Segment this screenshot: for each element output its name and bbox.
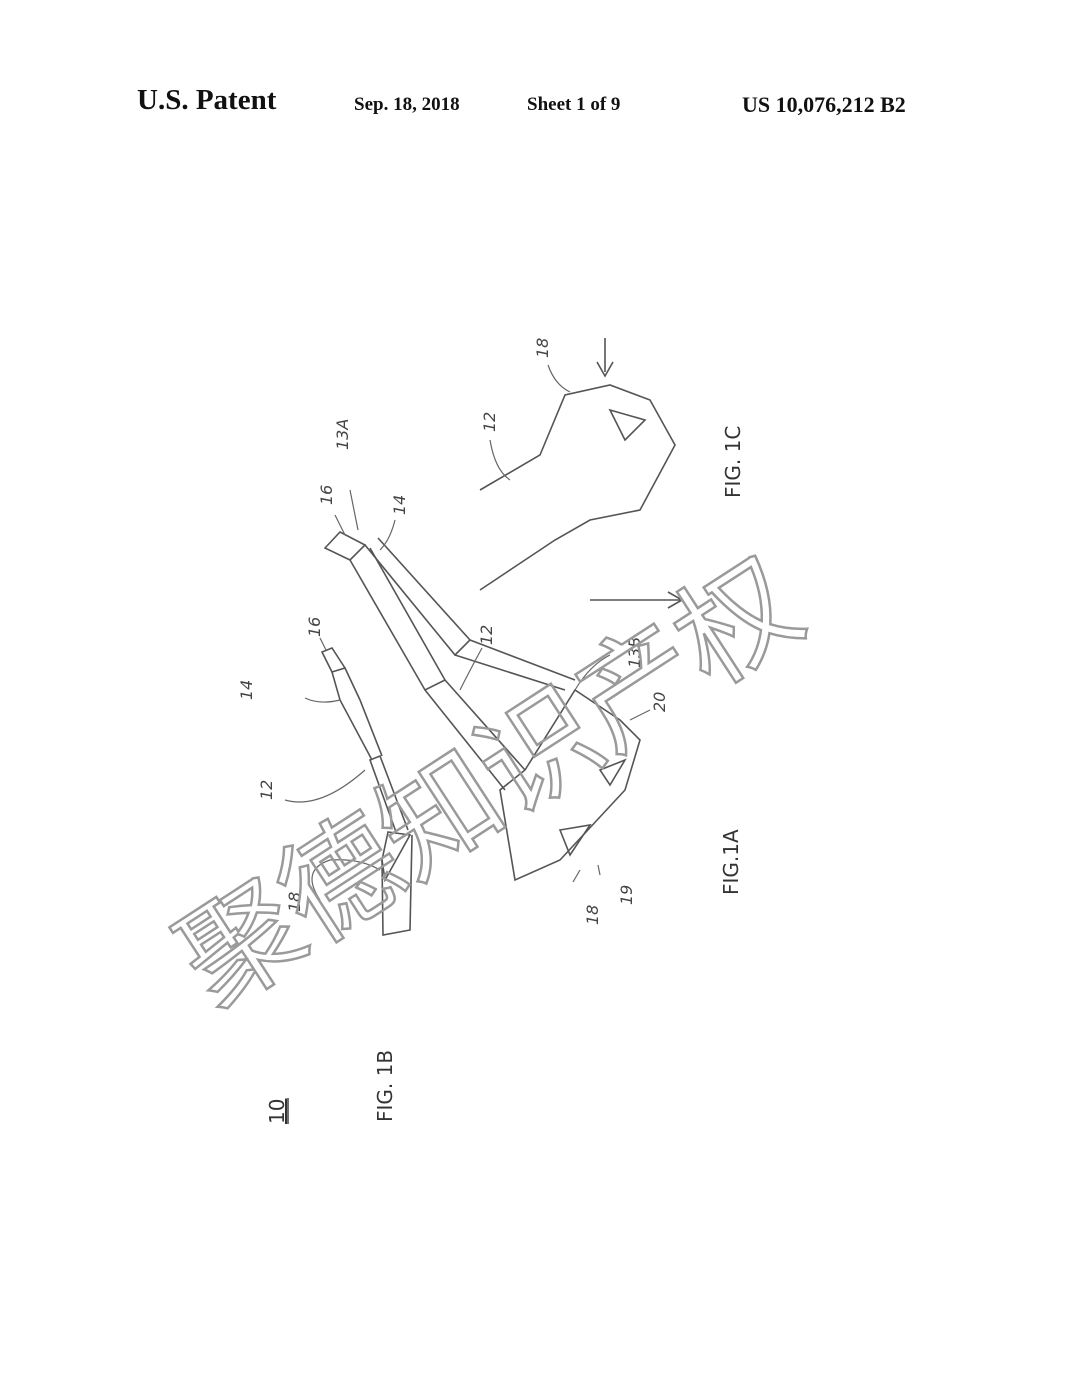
fig-1a-cap	[323, 531, 367, 561]
leader-13a	[349, 489, 359, 531]
fig-1a-shaft-right	[454, 639, 576, 691]
leader-16b	[319, 637, 327, 651]
fig-1b-club	[320, 647, 413, 936]
header-title: U.S. Patent	[137, 84, 277, 116]
leader-lines	[284, 364, 651, 901]
fig-1b-shaft	[368, 754, 409, 833]
fig-1b-head	[381, 831, 412, 883]
ref-18-fig1b: 18	[285, 892, 304, 912]
ref-19: 19	[617, 885, 636, 905]
leader-19	[597, 864, 601, 876]
ref-18-fig1a: 18	[583, 905, 602, 925]
ref-16-fig1a: 16	[317, 485, 336, 505]
leader-13b	[574, 654, 611, 691]
leader-12a	[459, 647, 483, 691]
fig-1a-arrow	[590, 591, 684, 609]
leader-18c	[547, 364, 571, 393]
leader-12c	[489, 439, 511, 481]
leader-14b	[304, 697, 341, 703]
ref-16-fig1b: 16	[305, 617, 324, 637]
fig-1b-face	[381, 834, 413, 936]
header-patent-number: US 10,076,212 B2	[742, 92, 906, 117]
fig-1b-grip	[331, 667, 383, 761]
fig-1c-head	[479, 384, 676, 591]
fig-1a-triangle-b	[598, 758, 627, 787]
fig-1a-shaft-left	[424, 679, 526, 791]
fig-1a-grip-right	[364, 537, 472, 657]
leader-18b	[311, 859, 381, 901]
fig-1a-triangle-a	[558, 823, 592, 857]
ref-12-fig1b: 12	[257, 780, 276, 800]
ref-14-fig1a: 14	[390, 495, 409, 515]
ref-12-fig1c: 12	[480, 412, 499, 432]
assembly-ref-10: 10	[265, 1099, 289, 1124]
fig-1b-cap	[320, 647, 346, 673]
leader-12b	[284, 769, 366, 803]
ref-12-fig1a: 12	[477, 625, 496, 645]
ref-14-fig1b: 14	[237, 680, 256, 700]
ref-18-fig1c: 18	[533, 338, 552, 358]
watermark-text: 聚德知识产权	[155, 532, 824, 1033]
header-sheet: Sheet 1 of 9	[527, 94, 621, 115]
ref-13a: 13A	[333, 419, 352, 450]
ref-13b: 13B	[625, 637, 644, 668]
fig-1b-label: FIG. 1B	[373, 1050, 397, 1122]
reference-numerals: 16 14 12 18 16 13A 14 12 13B 20 19 18 12…	[237, 338, 669, 925]
fig-1c-triangle	[608, 408, 647, 442]
ref-20: 20	[650, 692, 669, 712]
fig-1a-label: FIG.1A	[719, 829, 743, 895]
leader-20	[629, 709, 651, 721]
fig-1a-head	[499, 688, 641, 882]
header-date: Sep. 18, 2018	[354, 94, 460, 115]
leader-18a	[572, 869, 581, 883]
fig-1a-device	[323, 531, 684, 882]
fig-1c-arrow	[596, 338, 614, 378]
fig-1a-grip-left	[349, 547, 447, 692]
leader-16a	[334, 514, 346, 536]
leader-14a	[379, 519, 396, 551]
fig-1c-detail	[479, 338, 676, 591]
fig-1c-label: FIG. 1C	[721, 426, 745, 498]
